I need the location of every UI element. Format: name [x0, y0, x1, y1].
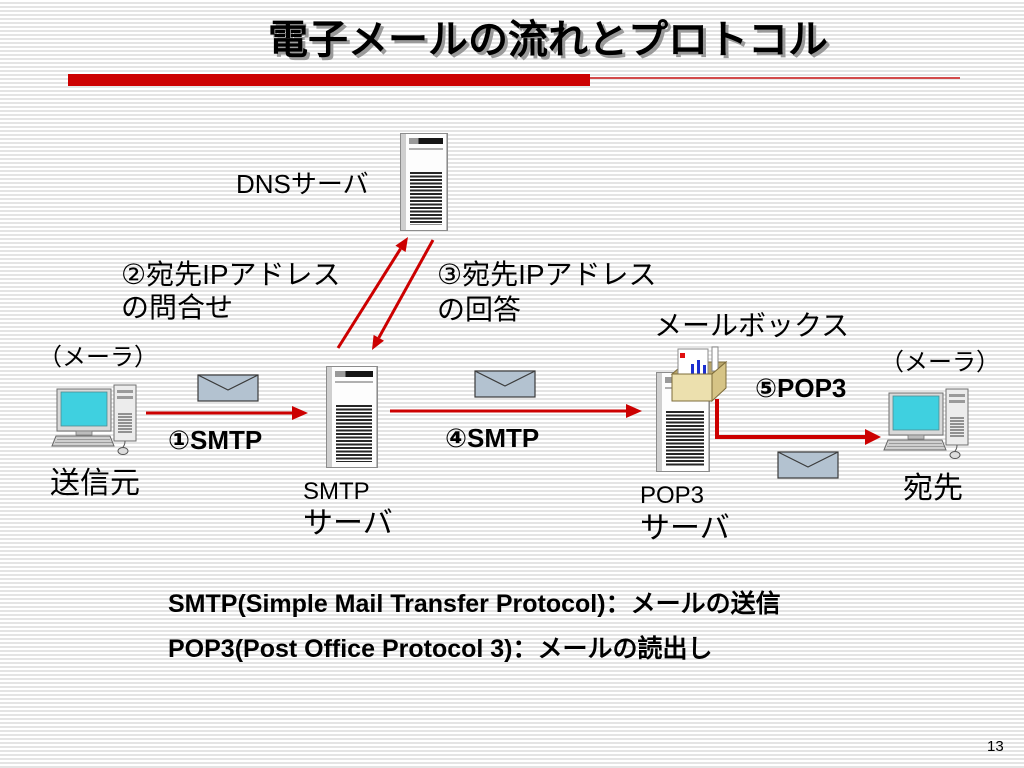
dns-answer-label-line2: の回答 — [437, 294, 522, 325]
legend-pop3: POP3(Post Office Protocol 3)：メールの読出し — [168, 635, 713, 663]
sender-label: 送信元 — [50, 467, 140, 500]
dns-query-label-line2: の問合せ — [121, 292, 234, 323]
monitor-screen — [892, 395, 940, 431]
mailbox-icon — [670, 346, 728, 403]
dns-server-icon — [400, 133, 448, 231]
keyboard-keys — [887, 443, 944, 447]
mouse-cable — [954, 444, 958, 452]
envelope-icon — [197, 374, 259, 402]
title-underline-rule — [590, 77, 960, 79]
arrow-smtp-relay — [390, 404, 642, 418]
server-top-panel — [409, 138, 443, 144]
smtp-server-icon — [326, 366, 378, 468]
mouse-cable — [122, 440, 126, 448]
smtp-server-label: サーバ — [303, 507, 393, 540]
tower-drive-bay — [117, 396, 133, 399]
smtp-server-name: SMTP — [303, 478, 370, 505]
envelope-flap — [197, 374, 259, 391]
arrow-dns-query — [336, 237, 408, 349]
legend-smtp: SMTP(Simple Mail Transfer Protocol)：メールの… — [168, 590, 781, 618]
envelope-icon — [474, 370, 536, 398]
monitor-stand — [907, 434, 925, 440]
sender-pc-icon — [51, 384, 137, 455]
dns-answer-label: ③宛先IPアドレス — [437, 259, 657, 290]
recipient-label: 宛先 — [903, 472, 963, 505]
monitor-screen — [60, 391, 108, 427]
arrow-smtp-send — [146, 406, 308, 420]
server-drive-slot — [409, 148, 443, 150]
mail-bar — [697, 360, 700, 375]
mouse — [949, 451, 961, 459]
arrow-dns-answer — [372, 239, 435, 350]
mouse — [117, 447, 129, 455]
tower-drive-bay — [949, 400, 965, 403]
tower-vents — [118, 413, 132, 433]
pop3-server-name: POP3 — [640, 482, 705, 509]
server-vent-grille — [410, 172, 442, 225]
monitor-stand — [75, 430, 93, 436]
step-smtp-relay-label: ④SMTP — [445, 423, 540, 453]
mail-mark-red — [680, 353, 685, 358]
title-underline-bar — [68, 74, 590, 86]
tower-drive-bay — [949, 394, 965, 397]
envelope-flap — [777, 451, 839, 468]
pop3-server-label: サーバ — [640, 512, 730, 545]
recipient-role-label: （メーラ） — [880, 349, 1000, 376]
mailbox-label: メールボックス — [654, 310, 850, 341]
arrowhead — [626, 404, 642, 418]
arrow-line — [377, 239, 435, 339]
tower-drive-bay — [117, 390, 133, 393]
envelope-icon — [777, 451, 839, 479]
arrow-line — [715, 399, 866, 439]
dns-server-label: DNSサーバ — [236, 169, 369, 199]
server-top-panel — [335, 371, 373, 377]
envelope-flap — [474, 370, 536, 387]
keyboard — [51, 435, 115, 447]
server-vent-grille — [666, 411, 704, 466]
pc-tower — [113, 384, 137, 442]
page-title: 電子メールの流れとプロトコル — [268, 18, 828, 62]
sender-role-label: （メーラ） — [38, 344, 158, 371]
mailbox-front — [671, 373, 713, 402]
arrowhead — [865, 429, 881, 445]
recipient-pc-icon — [883, 388, 969, 459]
keyboard-keys — [55, 439, 112, 443]
arrowhead — [372, 334, 384, 350]
page-number: 13 — [987, 738, 1004, 755]
arrow-line — [336, 248, 402, 349]
arrowhead — [395, 237, 408, 252]
arrowhead — [292, 406, 308, 420]
mail-bar — [691, 364, 694, 375]
step-pop3-retrieve-label: ⑤POP3 — [755, 373, 847, 403]
server-drive-slot — [335, 381, 373, 383]
step-smtp-send-label: ①SMTP — [168, 425, 263, 455]
keyboard — [883, 439, 947, 451]
arrow-pop3-retrieve — [715, 399, 881, 445]
tower-vents — [950, 417, 964, 437]
dns-query-label: ②宛先IPアドレス — [121, 259, 341, 290]
mail-bar — [703, 365, 706, 375]
mail-document — [711, 346, 719, 372]
pc-tower — [945, 388, 969, 446]
server-vent-grille — [336, 405, 372, 462]
